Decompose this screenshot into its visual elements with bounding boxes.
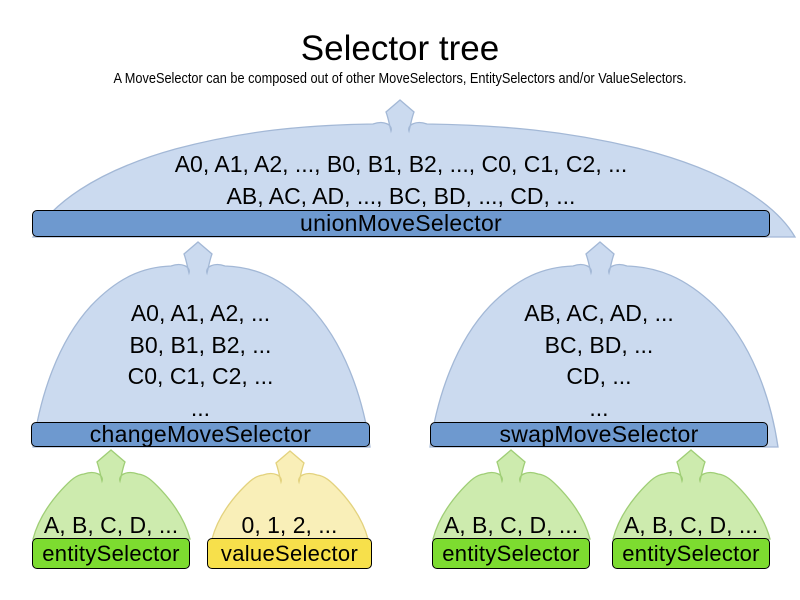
selection-list-line: AB, AC, AD, ..., BC, BD, ..., CD, ... [226,183,576,209]
selection-list-line: A0, A1, A2, ..., B0, B1, B2, ..., C0, C1… [174,151,628,177]
entity-selector-items: A, B, C, D, ... [432,511,590,539]
swap-move-selector-items: AB, AC, AD, ... BC, BD, ... CD, ... ... [430,298,768,424]
dome-arrow-shape [432,449,591,540]
selection-list-line: CD, ... [566,363,632,389]
entity-selector-bar: entitySelector [432,538,590,569]
change-move-selector-dome [32,241,371,448]
selection-list-line: 0, 1, 2, ... [241,512,338,538]
union-move-selector-bar: unionMoveSelector [32,210,770,237]
dome-arrow-shape [211,450,369,540]
diagram-subtitle: A MoveSelector can be composed out of ot… [113,70,687,87]
dome-arrow-shape [31,99,797,238]
value-selector-bar: valueSelector [207,538,372,569]
selection-list-line: AB, AC, AD, ... [524,300,674,326]
entity-selector-dome [432,449,591,540]
dome-arrow-shape [612,449,771,540]
value-selector-dome [211,450,369,540]
entity-selector-items: A, B, C, D, ... [612,511,770,539]
change-move-selector-bar: changeMoveSelector [31,421,370,447]
entity-selector-items: A, B, C, D, ... [32,511,190,539]
dome-arrow-shape [429,241,779,448]
selection-list-line: ... [589,394,609,421]
selection-list-line: A, B, C, D, ... [43,512,179,538]
entity-selector-dome [32,449,191,540]
entity-selector-dome [612,449,771,540]
swap-move-selector-dome [429,241,779,448]
diagram-title: Selector tree [300,29,500,68]
dome-arrow-shape [32,241,371,448]
union-move-selector-dome [31,99,797,238]
selection-list-line: A, B, C, D, ... [623,512,759,538]
selection-list-line: BC, BD, ... [544,331,654,358]
dome-arrow-shape [32,449,191,540]
swap-move-selector-bar: swapMoveSelector [430,421,768,447]
selection-list-line: B0, B1, B2, ... [129,331,272,358]
selection-list-line: C0, C1, C2, ... [127,363,274,389]
selection-list-line: A0, A1, A2, ... [130,300,271,326]
value-selector-items: 0, 1, 2, ... [207,511,372,539]
selection-list-line: A, B, C, D, ... [443,512,579,538]
change-move-selector-items: A0, A1, A2, ... B0, B1, B2, ... C0, C1, … [31,298,370,424]
selection-list-line: ... [190,394,211,421]
union-move-selector-items: A0, A1, A2, ..., B0, B1, B2, ..., C0, C1… [32,148,770,212]
entity-selector-bar: entitySelector [32,538,190,569]
entity-selector-bar: entitySelector [612,538,770,569]
